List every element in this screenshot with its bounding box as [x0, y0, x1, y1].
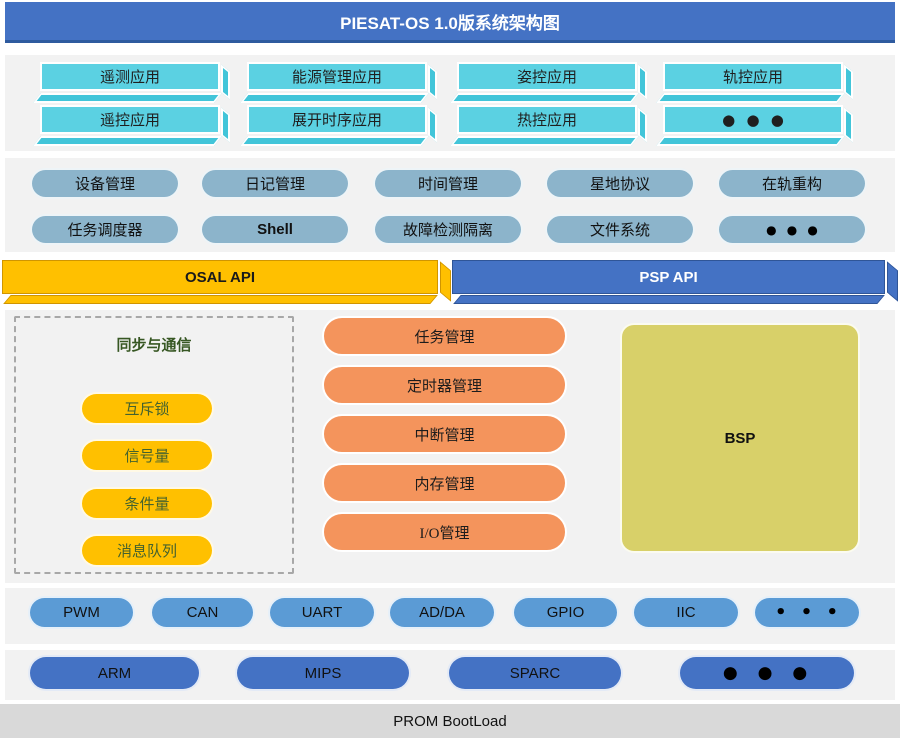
ellipsis-dots-icon: ● ● ●: [717, 214, 867, 245]
manager-pill-memory: 内存管理: [322, 463, 567, 503]
manager-pill-timer: 定时器管理: [322, 365, 567, 405]
app-box-label: 轨控应用: [663, 62, 843, 91]
bootloader-bar: PROM BootLoad: [0, 704, 900, 738]
app-box-energy: 能源管理应用: [240, 62, 437, 103]
app-box-label: 能源管理应用: [247, 62, 427, 91]
sync-pill-condition-variable: 条件量: [80, 487, 214, 520]
box-3d-bottom-face: [240, 136, 429, 146]
manager-pill-task: 任务管理: [322, 316, 567, 356]
box-3d-right-face: [844, 107, 853, 143]
architecture-layer-band: ARM MIPS SPARC ● ● ●: [5, 650, 895, 700]
app-box-label: 热控应用: [457, 105, 637, 134]
driver-pill-uart: UART: [268, 596, 376, 629]
box-3d-bottom-face: [33, 136, 222, 146]
service-pill-time-mgmt: 时间管理: [373, 168, 523, 199]
sync-pill-semaphore: 信号量: [80, 439, 214, 472]
app-box-more: ● ● ●: [656, 105, 853, 146]
bar-3d-right-face: [887, 261, 898, 302]
osal-api-label: OSAL API: [2, 260, 438, 294]
bar-3d-bottom-face: [453, 295, 885, 304]
box-3d-right-face: [221, 107, 230, 143]
app-box-deploy-sequence: 展开时序应用: [240, 105, 437, 146]
arch-pill-sparc: SPARC: [447, 655, 623, 691]
service-pill-shell: Shell: [200, 214, 350, 245]
box-3d-right-face: [638, 64, 647, 100]
kernel-layer-band: 同步与通信 互斥锁 信号量 条件量 消息队列 任务管理 定时器管理 中断管理 内…: [5, 310, 895, 583]
app-box-thermal: 热控应用: [450, 105, 647, 146]
driver-pill-iic: IIC: [632, 596, 740, 629]
service-pill-file-system: 文件系统: [545, 214, 695, 245]
page-title: PIESAT-OS 1.0版系统架构图: [340, 13, 560, 33]
app-box-telecommand: 遥控应用: [33, 105, 230, 146]
app-box-label: 遥测应用: [40, 62, 220, 91]
service-pill-onorbit-reconfig: 在轨重构: [717, 168, 867, 199]
diagram-title-banner: PIESAT-OS 1.0版系统架构图: [5, 2, 895, 43]
bar-3d-bottom-face: [3, 295, 438, 304]
manager-pill-interrupt: 中断管理: [322, 414, 567, 454]
ellipsis-dots-icon: ● ● ●: [678, 655, 856, 691]
sync-pill-mutex: 互斥锁: [80, 392, 214, 425]
service-pill-sat-ground-protocol: 星地协议: [545, 168, 695, 199]
osal-api-bar: OSAL API: [2, 260, 451, 304]
sync-communication-group: 同步与通信 互斥锁 信号量 条件量 消息队列: [14, 316, 294, 574]
driver-layer-band: PWM CAN UART AD/DA GPIO IIC • • •: [5, 588, 895, 644]
app-box-attitude: 姿控应用: [450, 62, 647, 103]
box-3d-bottom-face: [450, 93, 639, 103]
psp-api-label: PSP API: [452, 260, 885, 294]
bootloader-label: PROM BootLoad: [393, 712, 507, 730]
box-3d-bottom-face: [240, 93, 429, 103]
box-3d-bottom-face: [450, 136, 639, 146]
application-layer-band: 遥测应用 能源管理应用 姿控应用 轨控应用 遥控应用 展开时序应用: [5, 55, 895, 151]
bsp-label: BSP: [724, 429, 756, 447]
driver-pill-pwm: PWM: [28, 596, 135, 629]
box-3d-right-face: [428, 107, 437, 143]
box-3d-bottom-face: [33, 93, 222, 103]
box-3d-right-face: [844, 64, 853, 100]
box-3d-right-face: [221, 64, 230, 100]
bsp-box: BSP: [620, 323, 860, 553]
bar-3d-right-face: [440, 261, 451, 302]
psp-api-bar: PSP API: [452, 260, 898, 304]
app-box-label: 姿控应用: [457, 62, 637, 91]
sync-pill-message-queue: 消息队列: [80, 534, 214, 567]
service-layer-band: 设备管理 日记管理 时间管理 星地协议 在轨重构 任务调度器 Shell 故障检…: [5, 158, 895, 252]
arch-pill-arm: ARM: [28, 655, 201, 691]
ellipsis-dots-icon: • • •: [753, 596, 861, 629]
service-pill-fault-detection: 故障检测隔离: [373, 214, 523, 245]
box-3d-right-face: [638, 107, 647, 143]
app-box-label: 展开时序应用: [247, 105, 427, 134]
manager-pill-io: I/O管理: [322, 512, 567, 552]
service-pill-log-mgmt: 日记管理: [200, 168, 350, 199]
app-box-label: 遥控应用: [40, 105, 220, 134]
service-pill-device-mgmt: 设备管理: [30, 168, 180, 199]
driver-pill-gpio: GPIO: [512, 596, 619, 629]
app-box-telemetry: 遥测应用: [33, 62, 230, 103]
driver-pill-adda: AD/DA: [388, 596, 496, 629]
arch-pill-mips: MIPS: [235, 655, 411, 691]
box-3d-bottom-face: [656, 136, 845, 146]
app-box-orbit: 轨控应用: [656, 62, 853, 103]
box-3d-right-face: [428, 64, 437, 100]
driver-pill-can: CAN: [150, 596, 255, 629]
ellipsis-dots-icon: ● ● ●: [663, 105, 843, 134]
service-pill-task-scheduler: 任务调度器: [30, 214, 180, 245]
sync-group-title: 同步与通信: [116, 338, 192, 354]
box-3d-bottom-face: [656, 93, 845, 103]
